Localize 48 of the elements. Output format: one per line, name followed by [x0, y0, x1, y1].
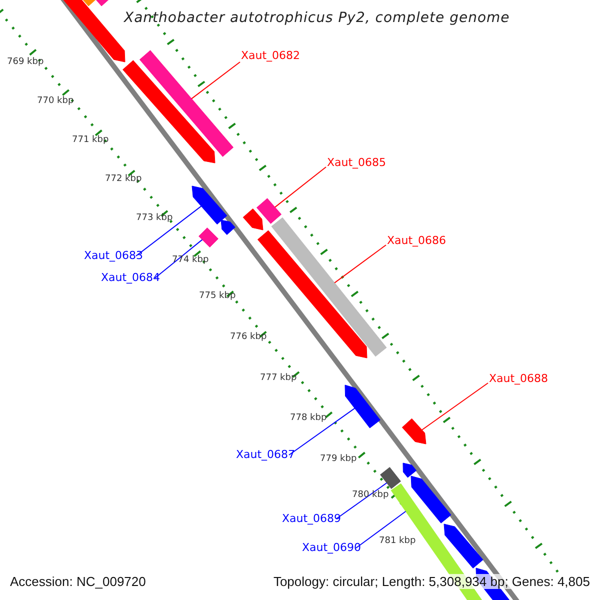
gene-feature [402, 418, 426, 444]
leader-line [136, 206, 202, 256]
title: Xanthobacter autotrophicus Py2, complete genome [124, 11, 510, 25]
gene-block [198, 228, 218, 248]
gene-feature [344, 384, 380, 428]
leader-line [336, 482, 388, 520]
gene-block [271, 217, 387, 357]
scale-label: 778 kbp [290, 414, 327, 423]
leader-line [274, 166, 326, 208]
scale-label: 772 kbp [105, 175, 142, 184]
gene-label: Xaut_0686 [387, 235, 446, 246]
gene-feature [410, 476, 452, 524]
gene-feature [444, 524, 484, 568]
gene-label: Xaut_0688 [489, 373, 548, 384]
leader-line [356, 510, 406, 548]
scale-label: 775 kbp [199, 292, 236, 301]
scale-label: 771 kbp [72, 136, 109, 145]
footer-text: Topology: circular; Length: 5,308,934 bp; Genes: 4,805 [271, 574, 592, 589]
gene-label: Xaut_0690 [302, 542, 362, 553]
gene-label: Xaut_0687 [236, 449, 296, 460]
gene-label: Xaut_0682 [241, 50, 300, 61]
leader-line [422, 382, 488, 430]
leader-line [191, 62, 240, 100]
gene-feature [122, 60, 216, 164]
scale-label: 776 kbp [230, 333, 267, 342]
scale-label: 769 kbp [7, 58, 44, 67]
gene-feature [192, 186, 228, 225]
gene-label: Xaut_0684 [101, 272, 160, 283]
gene-block [380, 467, 401, 489]
scale-label: 780 kbp [352, 491, 389, 500]
scale-label: 779 kbp [320, 455, 357, 464]
gene-feature [242, 208, 264, 230]
gene-block [94, 0, 111, 6]
gene-feature [220, 220, 236, 235]
scale-label: 777 kbp [260, 374, 297, 383]
gene-block [256, 198, 282, 224]
scale-label: 773 kbp [136, 214, 173, 223]
gene-label: Xaut_0683 [84, 250, 144, 261]
leader-line [288, 408, 356, 456]
gene-feature [402, 462, 417, 478]
scale-label: 781 kbp [379, 537, 416, 546]
gene-label: Xaut_0685 [327, 157, 386, 168]
leader-line [154, 239, 203, 278]
footer-text: Accession: NC_009720 [8, 574, 148, 589]
leader-line [334, 244, 386, 284]
scale-label: 770 kbp [37, 97, 74, 106]
gene-block [139, 50, 234, 157]
gene-label: Xaut_0689 [282, 513, 342, 524]
